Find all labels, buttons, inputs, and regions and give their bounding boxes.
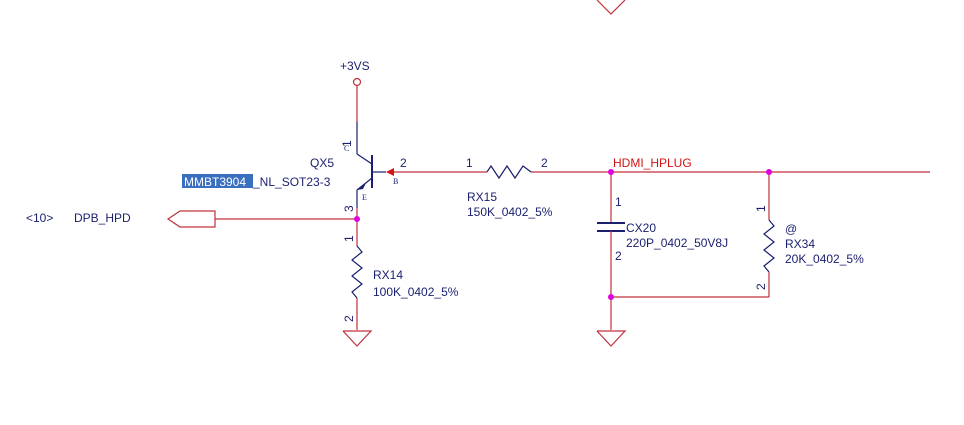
cx20-pin1: 1	[615, 195, 622, 209]
rx14-pin1: 1	[342, 235, 356, 242]
rx34-ref: RX34	[785, 237, 815, 251]
ground-icon-cx20	[596, 330, 627, 347]
resistor-rx14: 1 2 RX14 100K_0402_5%	[342, 235, 459, 330]
rx34-pin2: 2	[754, 283, 768, 290]
cx20-pin2: 2	[615, 249, 622, 263]
connector-net-name: DPB_HPD	[74, 211, 131, 225]
offpage-connector-dpb-hpd: <10> DPB_HPD	[26, 210, 357, 228]
part-number-suffix: _NL_SOT23-3	[252, 175, 331, 189]
rx15-value: 150K_0402_5%	[467, 205, 553, 219]
junction-dot	[354, 216, 360, 222]
transistor-qx5: C B E 1 2 3 QX5 MMBT3904 _NL_SOT23-3	[182, 122, 407, 212]
ground-symbol-top	[596, 0, 626, 15]
junction-dots	[354, 169, 772, 300]
pin-c-label: C	[344, 144, 349, 153]
power-rail-3vs: +3VS	[340, 59, 370, 122]
rx34-mark: @	[785, 222, 797, 236]
rx34-value: 20K_0402_5%	[785, 252, 864, 266]
cx20-ref: CX20	[626, 221, 656, 235]
pin-b-label: B	[393, 177, 398, 186]
base-arrow-icon	[386, 168, 394, 176]
rx34-pin1: 1	[754, 205, 768, 212]
connector-sheet-ref: <10>	[26, 211, 53, 225]
junction-dot	[608, 169, 614, 175]
pin-number-2: 2	[400, 156, 407, 170]
ground-icon-rx14	[342, 330, 373, 347]
rx15-pin1: 1	[466, 156, 473, 170]
rx15-ref: RX15	[467, 190, 497, 204]
capacitor-cx20: 1 2 CX20 220P_0402_50V8J	[597, 172, 728, 330]
rx14-ref: RX14	[373, 268, 403, 282]
net-label-hdmi-hplug: HDMI_HPLUG	[613, 156, 692, 170]
junction-dot	[608, 294, 614, 300]
resistor-rx34: 1 2 @ RX34 20K_0402_5%	[754, 172, 864, 297]
part-highlight-box	[182, 174, 253, 188]
power-label: +3VS	[340, 59, 370, 73]
pin-number-1: 1	[340, 140, 354, 147]
junction-dot	[766, 169, 772, 175]
offpage-arrow-icon	[166, 210, 216, 228]
part-number-highlight[interactable]: MMBT3904	[184, 175, 246, 189]
cx20-value: 220P_0402_50V8J	[626, 236, 728, 250]
resistor-rx15: 1 2 RX15 150K_0402_5%	[466, 156, 553, 219]
rx14-pin2: 2	[342, 315, 356, 322]
rx14-value: 100K_0402_5%	[373, 285, 459, 299]
pin-e-label: E	[362, 193, 367, 202]
emitter-arrow-icon	[357, 183, 366, 190]
power-port-icon	[352, 77, 362, 87]
transistor-ref: QX5	[310, 156, 334, 170]
pin-number-3: 3	[342, 205, 356, 212]
rx15-pin2: 2	[541, 156, 548, 170]
